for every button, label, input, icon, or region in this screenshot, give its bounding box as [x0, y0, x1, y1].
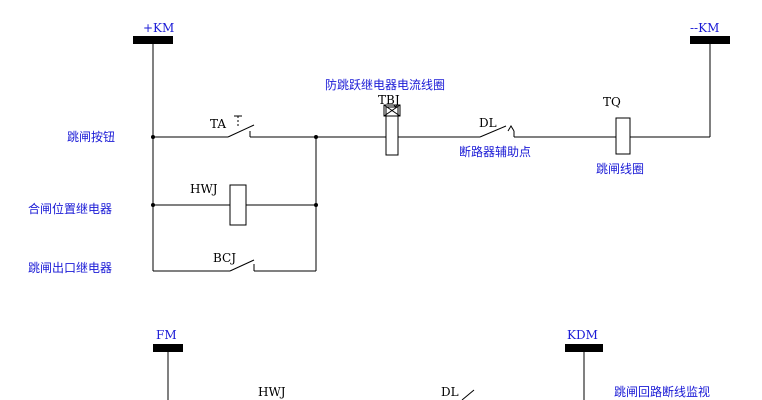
trip-loop-monitor-label: 跳闸回路断线监视	[614, 384, 710, 399]
bcj-designator: BCJ	[213, 251, 236, 265]
junction-dot	[151, 203, 155, 207]
ta-switch-symbol	[227, 115, 255, 138]
bus-label-minus-km: --KM	[690, 21, 719, 35]
bus-bar-minus-km	[690, 36, 730, 44]
ta-designator: TA	[210, 117, 226, 131]
tbj-coil-symbol	[383, 104, 401, 156]
breaker-aux-label: 断路器辅助点	[459, 144, 531, 159]
dl-designator: DL	[479, 116, 497, 130]
trip-output-relay-label: 跳闸出口继电器	[28, 261, 112, 275]
bus-label-plus-km: +KM	[143, 21, 174, 35]
junction-dot	[314, 203, 318, 207]
tq-coil-symbol	[615, 117, 631, 155]
trip-coil-label: 跳闸线圈	[596, 162, 644, 176]
dl2-designator: DL	[441, 385, 459, 399]
bus-bar-kdm	[565, 344, 603, 352]
bus-bar-plus-km	[133, 36, 173, 44]
trip-button-label: 跳闸按钮	[67, 129, 115, 144]
hwj2-designator: HWJ	[258, 385, 286, 399]
bus-bar-fm	[153, 344, 183, 352]
dl-aux-contact-symbol	[479, 125, 515, 138]
tq-designator: TQ	[603, 95, 621, 109]
junction-dot	[314, 135, 318, 139]
hwj-coil-symbol	[229, 184, 247, 226]
bus-label-kdm: KDM	[567, 328, 598, 342]
bus-label-fm: FM	[156, 328, 177, 342]
dl2-contact-symbol	[461, 389, 475, 400]
bcj-contact-symbol	[229, 259, 255, 272]
hwj-designator: HWJ	[190, 182, 218, 196]
tbj-designator: TBJ	[378, 93, 400, 107]
anti-pump-coil-label: 防跳跃继电器电流线圈	[325, 77, 445, 92]
junction-dot	[151, 135, 155, 139]
close-position-relay-label: 合闸位置继电器	[28, 201, 112, 216]
